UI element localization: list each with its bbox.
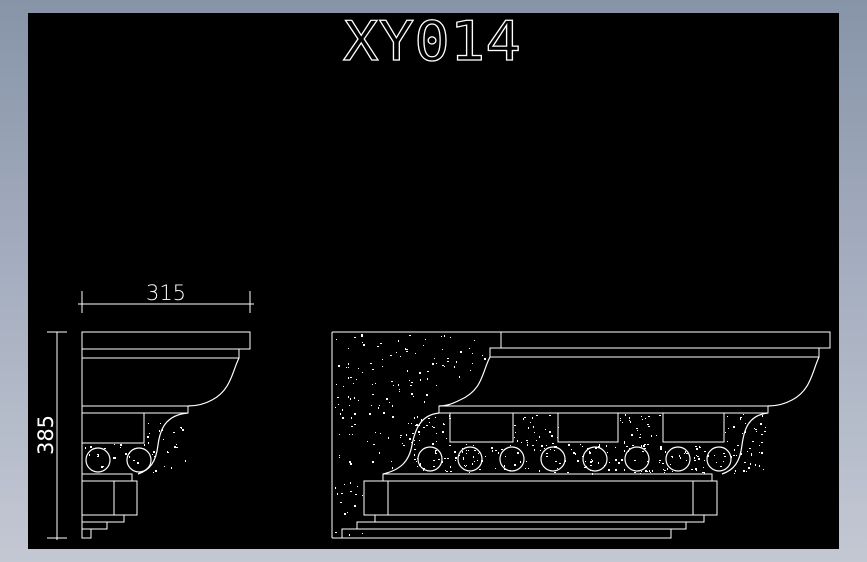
- front-view: [331, 331, 831, 539]
- side-view: 315 385: [34, 281, 254, 540]
- front-hatch: [335, 334, 766, 536]
- height-dimension: 385: [34, 331, 67, 540]
- bead-row: [417, 446, 732, 472]
- height-dimension-label: 385: [34, 415, 58, 455]
- side-hatch: [85, 423, 186, 473]
- width-dimension-label: 315: [146, 281, 186, 305]
- drawing-canvas[interactable]: [28, 13, 839, 549]
- drawing-title: XY014: [342, 9, 521, 73]
- width-dimension: 315: [78, 281, 254, 313]
- svg-text:XY014: XY014: [343, 10, 521, 73]
